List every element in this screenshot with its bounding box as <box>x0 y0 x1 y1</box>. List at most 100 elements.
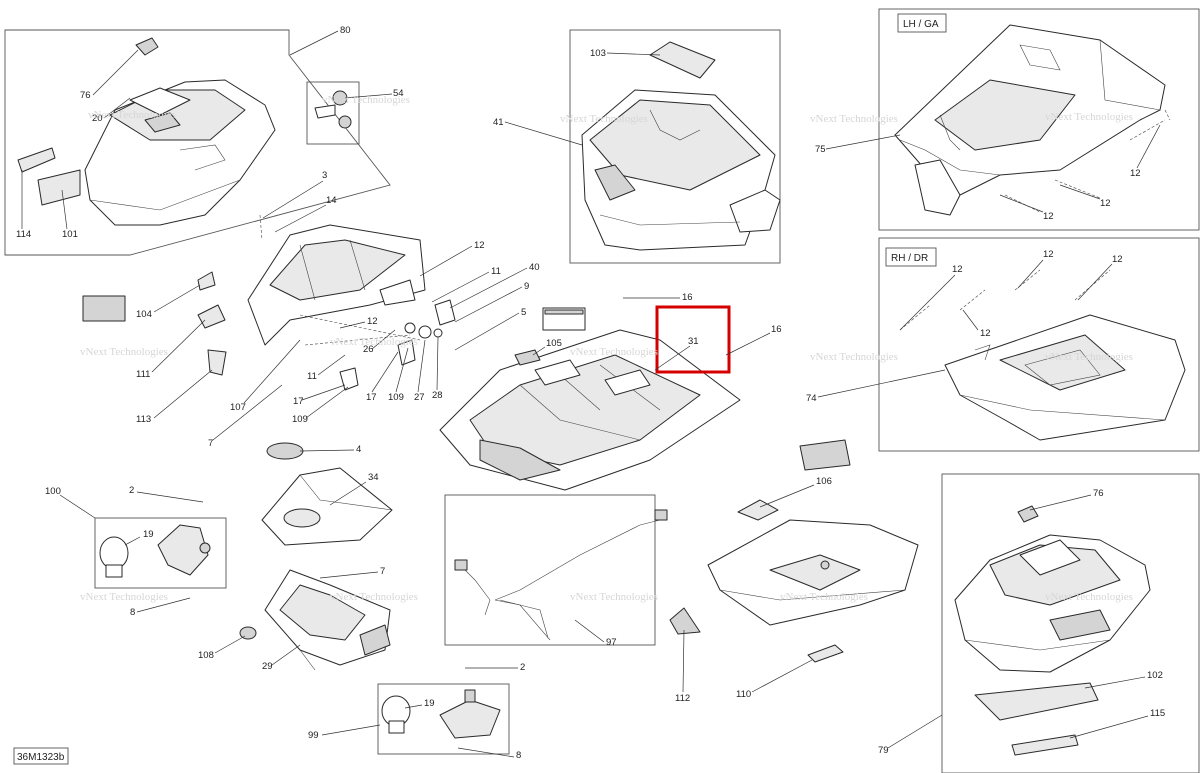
callout-100: 100 <box>45 486 61 497</box>
grommet-108-part <box>239 626 257 640</box>
svg-text:vNext Technologies: vNext Technologies <box>322 94 410 106</box>
reflector-101-part <box>37 169 81 206</box>
callout-4: 4 <box>356 444 361 455</box>
lock-frame <box>306 81 360 145</box>
svg-text:vNext Technologies: vNext Technologies <box>560 113 648 125</box>
lid-emblem-part <box>135 37 159 56</box>
svg-text:vNext Technologies: vNext Technologies <box>1045 111 1133 123</box>
callout-107: 107 <box>230 402 246 413</box>
frame-bulb-bottom <box>377 683 510 755</box>
bulb-bottom-part <box>381 695 411 734</box>
decal-106-part <box>737 499 779 521</box>
top-case-left-part <box>84 79 276 226</box>
plate-34-part <box>261 467 393 546</box>
callout-74: 74 <box>806 393 817 404</box>
callout-16-b: 16 <box>771 324 782 335</box>
drawing-code-box <box>13 747 69 765</box>
callout-12-c: 12 <box>1043 211 1054 222</box>
callout-8-b: 8 <box>516 750 521 761</box>
callout-17-b: 17 <box>293 396 304 407</box>
reflector-102-part <box>974 682 1099 721</box>
disc-4-part <box>266 442 304 460</box>
black-tag-part <box>799 439 851 471</box>
callout-114: 114 <box>16 229 31 240</box>
svg-text:vNext Technologies: vNext Technologies <box>810 351 898 363</box>
svg-text:vNext Technologies: vNext Technologies <box>810 113 898 125</box>
black-label-part <box>82 295 126 322</box>
callout-76-b: 76 <box>1093 488 1104 499</box>
reflector-112-part <box>669 607 701 635</box>
callout-106: 106 <box>816 476 832 487</box>
housing-29-part <box>264 569 391 671</box>
frame-top-case-right <box>941 473 1200 773</box>
socket-bottom-part <box>439 689 501 739</box>
frame-rh-panel <box>878 237 1200 452</box>
callout-14: 14 <box>326 195 337 206</box>
callout-12-f: 12 <box>1112 254 1123 265</box>
highlight-box <box>655 305 731 374</box>
callout-80: 80 <box>340 25 351 36</box>
callout-40: 40 <box>529 262 540 273</box>
socket-top-part <box>157 524 211 576</box>
callout-99: 99 <box>308 730 319 741</box>
callout-104: 104 <box>136 309 152 320</box>
pad-105-part <box>514 349 541 366</box>
callout-5: 5 <box>521 307 526 318</box>
rh-label: RH / DR <box>891 253 928 264</box>
callout-16-a: 16 <box>682 292 693 303</box>
callout-101: 101 <box>62 229 78 240</box>
frame-lh-panel <box>878 8 1200 231</box>
callout-8-a: 8 <box>130 607 135 618</box>
svg-text:vNext Technologies: vNext Technologies <box>1045 351 1133 363</box>
lh-side-panel-part <box>894 24 1166 216</box>
rh-side-panel-part <box>944 314 1186 441</box>
decal-114-part <box>17 147 56 173</box>
drawing-code: 36M1323b <box>17 752 65 763</box>
svg-text:vNext Technologies: vNext Technologies <box>330 591 418 603</box>
label-104-part <box>197 271 216 291</box>
label-103-part <box>649 41 716 79</box>
svg-text:vNext Technologies: vNext Technologies <box>780 591 868 603</box>
label-113-part <box>207 349 227 376</box>
callout-12-b: 12 <box>1100 198 1111 209</box>
callout-34: 34 <box>368 472 379 483</box>
watermarks: vNext Technologies vNext Technologies vN… <box>80 94 1133 603</box>
callout-29: 29 <box>262 661 273 672</box>
callout-102: 102 <box>1147 670 1163 681</box>
callout-7: 7 <box>208 438 213 449</box>
frame-rear-storage <box>569 29 781 264</box>
callout-97: 97 <box>606 637 617 648</box>
tray-110-part <box>707 519 919 626</box>
callout-11: 11 <box>491 266 501 277</box>
hardware-cluster <box>259 214 456 391</box>
svg-text:vNext Technologies: vNext Technologies <box>88 109 176 121</box>
harness-97-part <box>454 509 668 641</box>
callout-112: 112 <box>675 693 690 704</box>
main-panel-31-part <box>439 329 741 491</box>
callouts: 80 76 20 114 101 54 3 14 12 11 40 9 5 41… <box>16 25 1165 761</box>
callout-19-b: 19 <box>424 698 435 709</box>
callout-17-a: 17 <box>366 392 377 403</box>
callout-103: 103 <box>590 48 606 59</box>
lid-emblem-right-part <box>1017 505 1039 523</box>
decal-115-part <box>1011 734 1079 756</box>
callout-108: 108 <box>198 650 214 661</box>
callout-115: 115 <box>1150 708 1165 719</box>
svg-text:vNext Technologies: vNext Technologies <box>570 346 658 358</box>
callout-12-e: 12 <box>1043 249 1054 260</box>
callout-12-h: 12 <box>367 316 378 327</box>
callout-109-b: 109 <box>292 414 308 425</box>
bulb-top-part <box>99 536 129 578</box>
callout-113: 113 <box>136 414 151 425</box>
lh-label: LH / GA <box>903 19 939 30</box>
callout-7-b: 7 <box>380 566 385 577</box>
callout-3: 3 <box>322 170 327 181</box>
callout-27: 27 <box>414 392 425 403</box>
callout-2-b: 2 <box>520 662 525 673</box>
frame-harness <box>444 494 656 646</box>
svg-text:vNext Technologies: vNext Technologies <box>80 591 168 603</box>
callout-11-b: 11 <box>307 371 317 382</box>
callout-109-a: 109 <box>388 392 404 403</box>
label-111-part <box>197 304 226 329</box>
